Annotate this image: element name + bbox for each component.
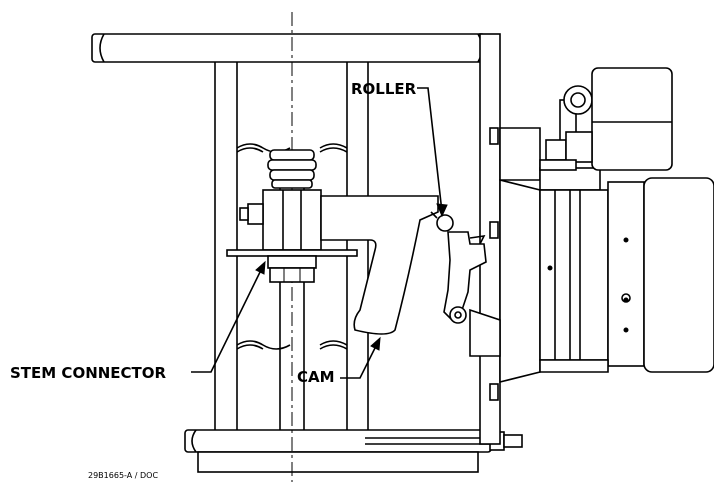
callout-leaders (191, 87, 448, 379)
roller-label: ROLLER (351, 80, 417, 98)
drawing-number-label: 29B1665-A / DOC (88, 471, 159, 480)
stem-connector-label: STEM CONNECTOR (10, 364, 167, 382)
cam-label: CAM (297, 368, 335, 386)
follower-linkage (443, 231, 487, 324)
stem-connector (226, 149, 358, 283)
positioner-housing (469, 67, 714, 384)
cam (320, 195, 439, 335)
actuator-yoke (91, 33, 523, 473)
roller (430, 211, 454, 232)
